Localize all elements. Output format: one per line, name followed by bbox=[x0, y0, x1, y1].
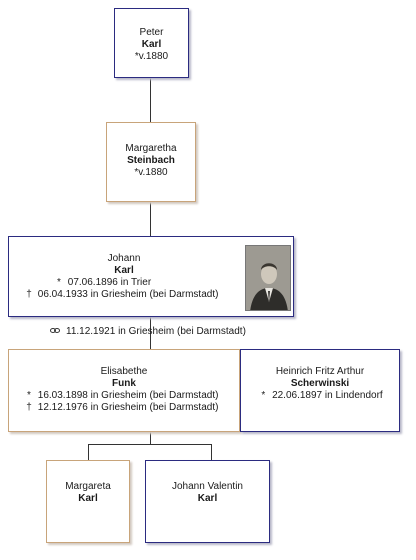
birth-line: *v.1880 bbox=[115, 51, 188, 63]
person-box-peter-karl[interactable]: Peter Karl *v.1880 bbox=[114, 8, 189, 78]
portrait-image bbox=[246, 246, 290, 310]
birth-date: v.1880 bbox=[138, 51, 169, 62]
surname: Funk bbox=[112, 378, 136, 389]
birth-line: *v.1880 bbox=[107, 167, 195, 179]
given-name: Margareta bbox=[65, 481, 111, 492]
person-box-johann-valentin-karl[interactable]: Johann Valentin Karl bbox=[145, 460, 270, 543]
given-name: Johann Valentin bbox=[172, 481, 243, 492]
birth-line: * 22.06.1897 in Lindendorf bbox=[241, 390, 399, 402]
marriage-rings-icon bbox=[50, 328, 60, 334]
given-name: Elisabethe bbox=[100, 366, 148, 377]
connector-child-margareta bbox=[88, 444, 89, 460]
birth-symbol: * bbox=[261, 390, 266, 401]
surname: Steinbach bbox=[127, 155, 175, 166]
connector-child-johann-valentin bbox=[211, 444, 212, 460]
connector-margaretha-johann bbox=[150, 202, 151, 236]
death-symbol: † bbox=[26, 402, 32, 413]
death-date: 06.04.1933 in Griesheim (bei Darmstadt) bbox=[37, 289, 219, 300]
birth-date: v.1880 bbox=[138, 167, 168, 178]
person-box-margareta-karl[interactable]: Margareta Karl bbox=[46, 460, 130, 543]
surname: Karl bbox=[78, 493, 98, 504]
birth-date: 07.06.1896 in Trier bbox=[67, 277, 152, 288]
given-name: Peter bbox=[139, 27, 164, 38]
death-line: † 12.12.1976 in Griesheim (bei Darmstadt… bbox=[9, 402, 239, 414]
birth-date: 16.03.1898 in Griesheim (bei Darmstadt) bbox=[37, 390, 219, 401]
death-line: † 06.04.1933 in Griesheim (bei Darmstadt… bbox=[9, 289, 293, 301]
death-symbol: † bbox=[26, 289, 32, 300]
birth-symbol: * bbox=[57, 277, 61, 288]
birth-symbol: * bbox=[27, 390, 31, 401]
person-box-johann-karl[interactable]: Johann Karl * 07.06.1896 in Trier † 06.0… bbox=[8, 236, 294, 317]
person-box-elisabethe-funk[interactable]: Elisabethe Funk * 16.03.1898 in Grieshei… bbox=[8, 349, 240, 432]
person-box-heinrich-scherwinski[interactable]: Heinrich Fritz Arthur Scherwinski * 22.0… bbox=[240, 349, 400, 432]
birth-line: * 07.06.1896 in Trier bbox=[9, 277, 293, 289]
surname: Scherwinski bbox=[290, 378, 350, 389]
marriage-line: 11.12.1921 in Griesheim (bei Darmstadt) bbox=[50, 326, 246, 337]
birth-symbol: * bbox=[134, 167, 139, 178]
given-name: Margaretha bbox=[125, 143, 177, 154]
death-date: 12.12.1976 in Griesheim (bei Darmstadt) bbox=[37, 402, 219, 413]
birth-date: 22.06.1897 in Lindendorf bbox=[272, 390, 383, 401]
person-box-margaretha-steinbach[interactable]: Margaretha Steinbach *v.1880 bbox=[106, 122, 196, 202]
given-name: Johann bbox=[107, 253, 141, 264]
surname: Karl bbox=[114, 265, 134, 276]
surname: Karl bbox=[141, 39, 162, 50]
surname: Karl bbox=[197, 493, 218, 504]
connector-peter-margaretha bbox=[150, 78, 151, 122]
portrait-photo[interactable] bbox=[245, 245, 291, 311]
birth-symbol: * bbox=[134, 51, 139, 62]
marriage-date: 11.12.1921 in Griesheim (bei Darmstadt) bbox=[66, 326, 246, 337]
birth-line: * 16.03.1898 in Griesheim (bei Darmstadt… bbox=[9, 390, 239, 402]
connector-children-horizontal bbox=[88, 444, 212, 445]
given-name: Heinrich Fritz Arthur bbox=[275, 366, 365, 377]
connector-elisabethe-children bbox=[150, 432, 151, 444]
connector-johann-elisabethe bbox=[150, 317, 151, 349]
